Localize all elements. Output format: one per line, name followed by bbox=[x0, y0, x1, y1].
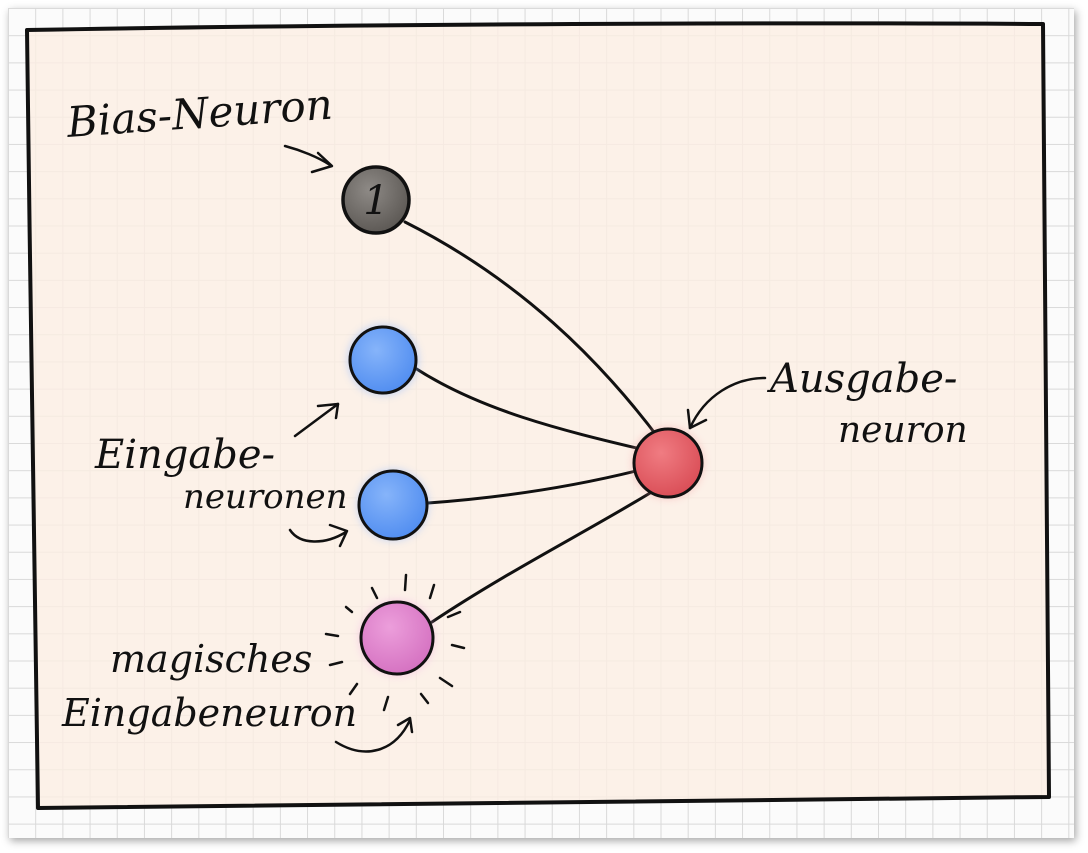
input-neurons-label-line1: Eingabe- bbox=[94, 432, 275, 478]
connection-input1-to-output bbox=[413, 366, 647, 452]
input-arrow-up bbox=[293, 402, 340, 438]
bias-neuron: 1 bbox=[341, 165, 411, 235]
connections bbox=[403, 220, 662, 624]
bias-arrow bbox=[283, 144, 334, 174]
magic-input-neuron bbox=[324, 573, 466, 712]
output-neuron-label-line2: neuron bbox=[838, 410, 968, 451]
input-arrow-down bbox=[288, 523, 349, 548]
magic-arrow bbox=[334, 716, 414, 753]
bias-neuron-value: 1 bbox=[363, 178, 388, 224]
annotation-arrows bbox=[283, 144, 767, 753]
output-neuron bbox=[632, 427, 704, 499]
paper-frame bbox=[25, 21, 1051, 810]
connection-magic-to-output bbox=[430, 488, 657, 624]
connection-bias-to-output bbox=[403, 220, 662, 442]
magic-neuron-label-line1: magisches bbox=[110, 637, 312, 681]
input-neuron-1 bbox=[347, 324, 419, 396]
magic-neuron-label-line2: Eingabeneuron bbox=[61, 691, 357, 735]
connection-input2-to-output bbox=[426, 468, 642, 505]
input-neuron-2 bbox=[357, 469, 429, 541]
output-neuron-label-line1: Ausgabe- bbox=[766, 356, 957, 402]
magic-sparkle-rays bbox=[324, 573, 466, 712]
output-arrow bbox=[686, 376, 767, 430]
input-neurons-label-line2: neuronen bbox=[183, 477, 348, 517]
